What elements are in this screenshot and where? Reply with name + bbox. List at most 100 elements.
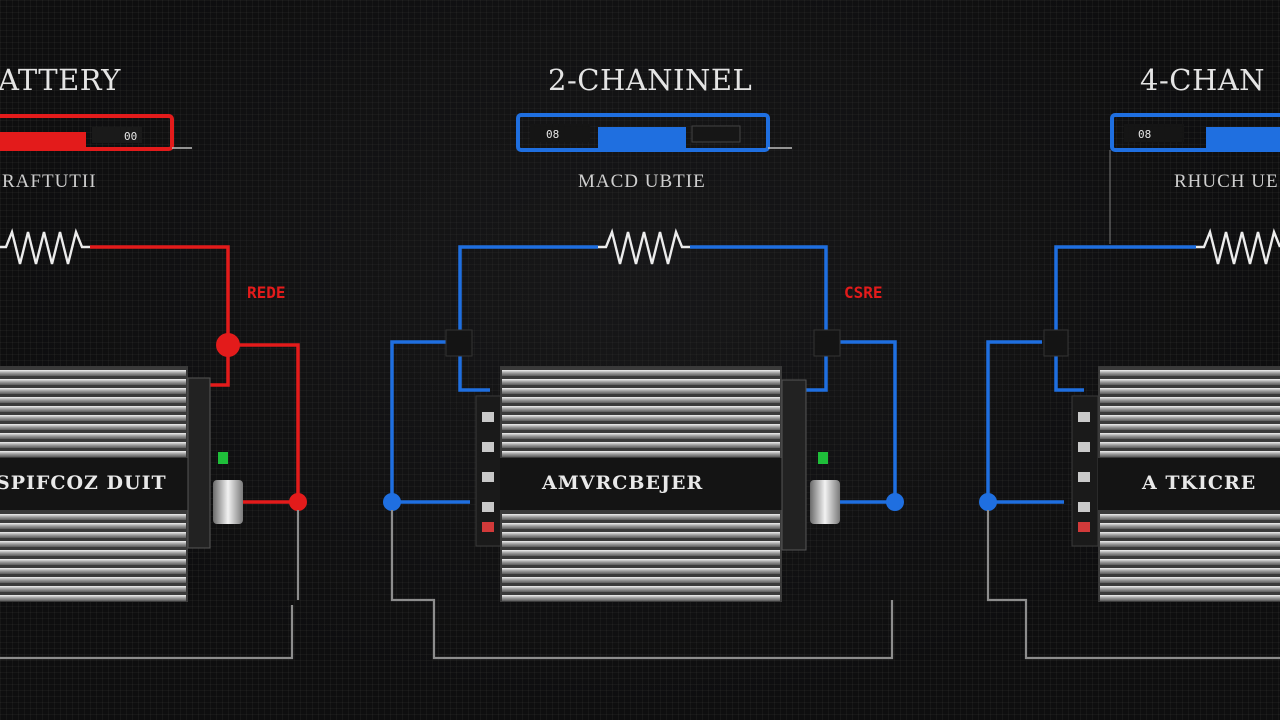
heatsink-fin [1100, 577, 1280, 583]
heatsink-fin [1100, 433, 1280, 439]
heatsink-fin [502, 433, 780, 439]
amp-label: A TKICRE [1141, 472, 1256, 494]
terminal-node [216, 333, 240, 357]
heatsink-fin [1100, 388, 1280, 394]
amplifier-heatsink [0, 370, 186, 601]
panel-battery: ATTERY 00 RAFTUTII REDE [0, 63, 307, 660]
heatsink-fin [502, 379, 780, 385]
heatsink-fin [502, 406, 780, 412]
terminal-node [383, 493, 401, 511]
panel-title: 2-CHANINEL [548, 63, 752, 97]
channel-bar: 08 [516, 113, 792, 152]
signal-wire [390, 245, 897, 504]
ground-wire [986, 510, 1280, 660]
ground-wire [0, 510, 300, 660]
terminal-node [289, 493, 307, 511]
amp-label: AMVRCBEJER [541, 472, 703, 494]
amplifier: SPIFCOZ DUIT [0, 366, 243, 602]
resistor-icon [598, 228, 690, 265]
heatsink-fin [1100, 595, 1280, 601]
power-wire [90, 245, 300, 504]
amplifier-heatsink [1100, 370, 1280, 601]
heatsink-fin [502, 451, 780, 457]
channel-bar: 08 [1110, 113, 1280, 152]
heatsink-fin [1100, 370, 1280, 376]
heatsink-fin [502, 532, 780, 538]
heatsink-fin [0, 577, 186, 583]
battery-bar: 00 [0, 114, 192, 151]
resistor-icon [1196, 228, 1280, 265]
heatsink-fin [0, 388, 186, 394]
terminal-node [886, 493, 904, 511]
heatsink-fin [502, 442, 780, 448]
heatsink-fin [502, 397, 780, 403]
amplifier: AMVRCBEJER [475, 366, 840, 602]
heatsink-fin [502, 370, 780, 376]
heatsink-fin [0, 532, 186, 538]
heatsink-fin [0, 433, 186, 439]
ground-wire [390, 510, 894, 660]
channel-badge: 08 [546, 128, 559, 141]
panel-caption: MACD UBTIE [578, 171, 706, 192]
connector-block [813, 329, 841, 357]
led-indicator [818, 452, 828, 464]
heatsink-fin [502, 424, 780, 430]
heatsink-fin [1100, 406, 1280, 412]
panel-caption: RHUCH UE [1174, 171, 1279, 192]
heatsink-fin [0, 541, 186, 547]
heatsink-fin [1100, 424, 1280, 430]
heatsink-fin [0, 424, 186, 430]
led-indicator [218, 452, 228, 464]
heatsink-fin [502, 514, 780, 520]
heatsink-fin [502, 577, 780, 583]
heatsink-fin [502, 568, 780, 574]
heatsink-fin [502, 550, 780, 556]
heatsink-fin [1100, 532, 1280, 538]
channel-badge: 08 [1138, 128, 1151, 141]
heatsink-fin [0, 559, 186, 565]
heatsink-fin [0, 568, 186, 574]
heatsink-fin [0, 451, 186, 457]
heatsink-fin [1100, 379, 1280, 385]
heatsink-fin [1100, 568, 1280, 574]
terminal-node [979, 493, 997, 511]
knob [810, 480, 840, 524]
signal-wire [986, 245, 1196, 504]
heatsink-fin [0, 370, 186, 376]
heatsink-fin [502, 559, 780, 565]
heatsink-fin [1100, 559, 1280, 565]
warning-label: REDE [247, 283, 286, 302]
panel-title: ATTERY [0, 63, 121, 97]
heatsink-fin [0, 586, 186, 592]
heatsink-fin [0, 550, 186, 556]
knob [213, 480, 243, 524]
heatsink-fin [0, 514, 186, 520]
warning-label: CSRE [844, 283, 883, 302]
heatsink-fin [1100, 442, 1280, 448]
amplifier-heatsink [502, 370, 780, 601]
heatsink-fin [0, 442, 186, 448]
heatsink-fin [0, 397, 186, 403]
amp-label: SPIFCOZ DUIT [0, 472, 167, 494]
panel-caption: RAFTUTII [2, 171, 97, 192]
amplifier: A TKICRE [1071, 366, 1280, 602]
heatsink-fin [502, 541, 780, 547]
terminal-dots [482, 412, 494, 532]
heatsink-fin [1100, 550, 1280, 556]
heatsink-fin [502, 595, 780, 601]
panel-title: 4-CHAN [1140, 63, 1265, 97]
resistor-icon [0, 228, 90, 265]
heatsink-fin [0, 406, 186, 412]
heatsink-fin [1100, 586, 1280, 592]
heatsink-fin [502, 523, 780, 529]
heatsink-fin [502, 586, 780, 592]
heatsink-fin [0, 595, 186, 601]
panel-two-channel: 2-CHANINEL 08 MACD UBTIE CSRE [383, 63, 904, 660]
battery-badge: 00 [124, 130, 137, 143]
heatsink-fin [502, 415, 780, 421]
heatsink-fin [1100, 397, 1280, 403]
heatsink-fin [1100, 415, 1280, 421]
terminal-dots [1078, 412, 1090, 532]
connector-block [1043, 329, 1069, 357]
